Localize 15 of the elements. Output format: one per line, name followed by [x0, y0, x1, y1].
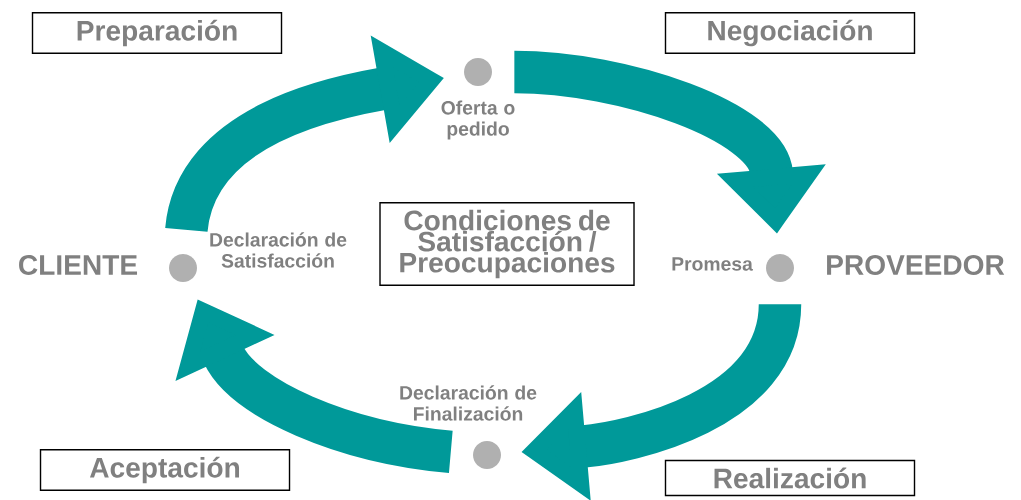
- dot-label: Declaración de Satisfacción: [210, 232, 347, 268]
- phase-box: Preparación: [31, 12, 283, 54]
- dot: [464, 58, 492, 86]
- dot-label: Oferta o pedido: [441, 100, 515, 140]
- role-label: PROVEEDOR: [827, 255, 1005, 275]
- role-label: CLIENTE: [19, 255, 138, 275]
- dot-label: Promesa: [672, 257, 753, 271]
- text-box: Condiciones de Satisfacción / Preocupaciones: [379, 202, 635, 286]
- dot: [473, 441, 501, 469]
- dot: [766, 254, 794, 282]
- phase-box: Realización: [664, 459, 916, 497]
- phase-box: Aceptación: [39, 449, 291, 491]
- dot: [169, 254, 197, 282]
- phase-box: Negociación: [664, 11, 916, 54]
- dot-label: Declaración de Finalización: [400, 385, 537, 421]
